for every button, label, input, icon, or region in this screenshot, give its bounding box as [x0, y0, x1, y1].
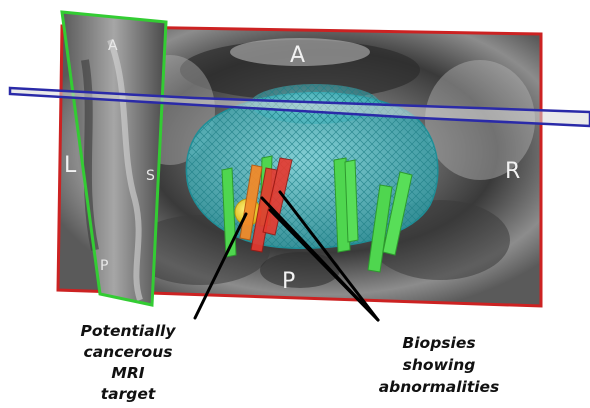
mri-target-line-4: target	[101, 385, 156, 403]
sagittal-top-label: A	[108, 38, 118, 54]
biopsy-line-2: showing	[403, 356, 476, 374]
mri-target-line-2: cancerous	[84, 343, 173, 361]
mri-target-line-1: Potentially	[81, 322, 177, 340]
sagittal-bottom-label: P	[100, 258, 108, 274]
biopsy-annotation: Biopsies showing abnormalities	[379, 334, 500, 396]
mri-target-annotation: Potentially cancerous MRI target	[81, 322, 177, 403]
mri-target-line-3: MRI	[111, 364, 144, 382]
biopsy-line-3: abnormalities	[379, 378, 500, 396]
right-label: R	[505, 159, 520, 184]
left-label: L	[64, 153, 77, 178]
posterior-label: P	[282, 269, 295, 294]
sagittal-side-label: S	[146, 168, 155, 184]
anterior-label: A	[290, 43, 305, 68]
biopsy-line-1: Biopsies	[402, 334, 475, 352]
